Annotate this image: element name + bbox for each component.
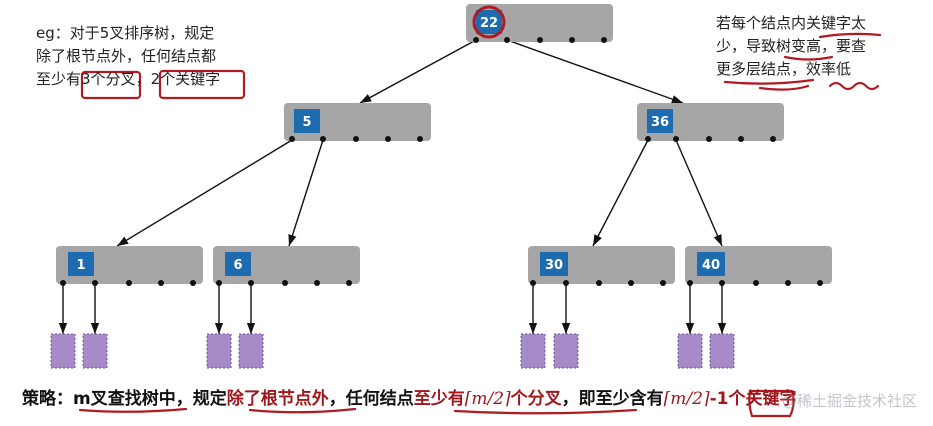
annotation-underline-right-2	[783, 55, 834, 61]
key-box	[294, 109, 320, 133]
edge-root-to-5	[359, 39, 477, 104]
leaf-node	[553, 333, 579, 369]
key-6: 6	[233, 258, 242, 273]
leaf-nodes	[50, 333, 735, 369]
strategy-part6: ，即至少含有	[561, 389, 664, 409]
annotation-underline-right-1	[818, 32, 882, 39]
right-note-line1: 若每个结点内关键字太	[716, 14, 867, 32]
tree-node-6: 6	[213, 246, 360, 286]
tree-node-40: 40	[685, 246, 832, 286]
key-box	[540, 252, 568, 276]
root-key-red-circle	[472, 5, 506, 39]
strategy-label: 策略：	[22, 389, 73, 409]
annotation-bracket-math2	[748, 389, 795, 418]
leaf-node	[206, 333, 232, 369]
left-note-branches: 3个分叉	[81, 70, 136, 88]
key-box	[476, 10, 502, 34]
pointer-dots	[645, 136, 776, 142]
annotation-box-keys	[158, 69, 246, 100]
key-box	[697, 252, 725, 276]
annotation-box-branches	[80, 70, 142, 100]
pointer-dots	[473, 37, 607, 43]
leaf-node	[50, 333, 76, 369]
strategy-part4: 至少有	[413, 389, 465, 409]
leaf-node	[709, 333, 735, 369]
edge-5-to-6	[288, 139, 324, 247]
red-annotations	[78, 32, 882, 418]
strategy-text: 策略：m叉查找树中，规定除了根节点外，任何结点至少有⌈m/2⌉个分叉，即至少含有…	[22, 384, 796, 409]
edge-5-to-1	[116, 139, 293, 247]
left-note: eg：对于5叉排序树，规定 除了根节点外，任何结点都 至少有3个分叉，2个关键字	[36, 22, 256, 91]
left-note-line2: 除了根节点外，任何结点都	[36, 47, 217, 65]
annotation-underline-strategy-3	[453, 408, 638, 415]
watermark: @稀土掘金技术社区	[781, 392, 917, 410]
strategy-math2: ⌈m/2⌉	[663, 389, 710, 409]
key-box	[647, 109, 673, 133]
tree-node-30: 30	[528, 246, 675, 286]
key-40: 40	[702, 258, 720, 273]
key-5: 5	[302, 115, 311, 130]
key-1: 1	[76, 258, 85, 273]
leaf-node	[520, 333, 546, 369]
key-30: 30	[545, 258, 563, 273]
left-note-line3: 至少有3个分叉，2个关键字	[36, 68, 256, 91]
pointer-dots	[530, 280, 666, 286]
strategy-part1: m叉查找树中，规定	[73, 389, 227, 409]
right-note-line3: 更多层结点，效率低	[716, 60, 852, 78]
pointer-dots	[60, 280, 196, 286]
right-note-line2: 少，导致树变高，要查	[716, 37, 867, 55]
tree-node-root: 22	[466, 4, 613, 43]
key-box	[225, 252, 251, 276]
strategy-math1: ⌈m/2⌉	[464, 389, 511, 409]
left-note-sep: ，	[135, 70, 151, 88]
leaf-node	[677, 333, 703, 369]
strategy-part5: 个分叉	[510, 389, 562, 409]
pointer-dots	[687, 280, 823, 286]
annotation-squiggle-right	[828, 81, 880, 91]
edge-36-to-30	[592, 139, 649, 247]
key-root: 22	[480, 16, 498, 31]
tree-node-36: 36	[637, 103, 784, 142]
right-note: 若每个结点内关键字太 少，导致树变高，要查 更多层结点，效率低	[716, 12, 916, 81]
edge-root-to-36	[506, 39, 684, 104]
leaf-node	[238, 333, 264, 369]
key-36: 36	[651, 115, 669, 130]
strategy-part3: ，任何结点	[328, 389, 414, 409]
key-box	[68, 252, 94, 276]
left-note-line1: eg：对于5叉排序树，规定	[36, 24, 215, 42]
annotation-underline-right-3	[723, 78, 815, 91]
tree-edges	[58, 39, 727, 334]
edge-36-to-40	[675, 139, 723, 247]
tree-node-5: 5	[284, 103, 431, 142]
pointer-dots	[289, 136, 423, 142]
left-note-line3-prefix: 至少有	[36, 70, 82, 88]
leaf-node	[82, 333, 108, 369]
pointer-dots	[216, 280, 352, 286]
tree-node-1: 1	[56, 246, 203, 286]
left-note-keys: 2个关键字	[150, 70, 221, 88]
annotation-underline-strategy-2	[248, 407, 357, 414]
strategy-part7: -1个关键字	[709, 389, 797, 409]
annotation-underline-strategy-1	[78, 407, 188, 413]
strategy-part2: 除了根节点外	[226, 389, 329, 409]
